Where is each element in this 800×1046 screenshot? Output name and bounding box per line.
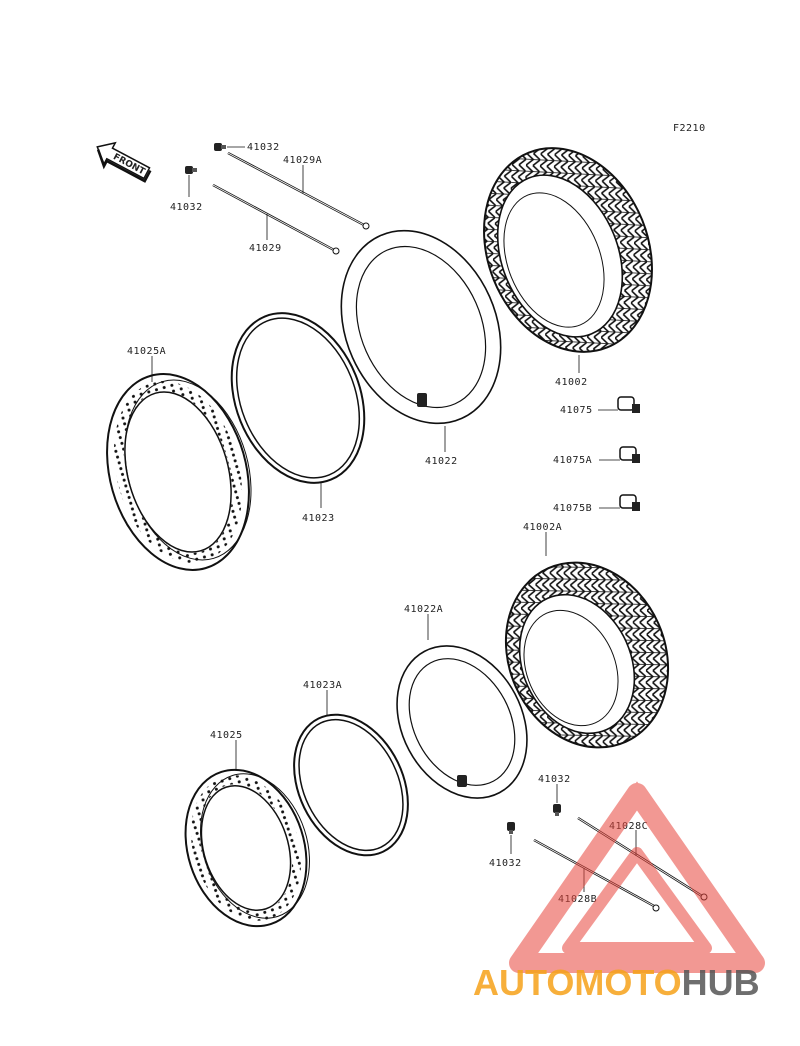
part-label-41032-a: 41032 xyxy=(247,142,280,153)
watermark-text-automoto: AUTOMOTO xyxy=(473,962,682,1003)
part-label-41002A: 41002A xyxy=(523,522,562,533)
spoke-nipple-icon xyxy=(214,143,226,151)
inner-tube-41022A-icon xyxy=(396,645,528,799)
part-label-41075: 41075 xyxy=(560,405,593,416)
rim-41025-icon xyxy=(184,768,310,928)
tire-41002A-icon xyxy=(504,561,670,749)
spoke-nipple-icon xyxy=(507,822,515,834)
spoke-41028B-icon xyxy=(533,838,660,912)
figure-code: F2210 xyxy=(673,123,706,134)
part-label-41029A: 41029A xyxy=(283,155,322,166)
part-label-41032-c: 41032 xyxy=(538,774,571,785)
part-label-41023A: 41023A xyxy=(303,680,342,691)
part-label-41028B: 41028B xyxy=(558,894,597,905)
watermark-text: AUTOMOTOHUB xyxy=(473,962,760,1003)
part-label-41032-b: 41032 xyxy=(170,202,203,213)
watermark-logo xyxy=(509,781,765,973)
valve-cap-41075B-icon xyxy=(619,494,640,511)
part-label-41023: 41023 xyxy=(302,513,335,524)
part-label-41032-d: 41032 xyxy=(489,858,522,869)
valve-cap-41075-icon xyxy=(617,396,640,413)
spoke-nipple-icon xyxy=(553,804,561,816)
spoke-41029A-icon xyxy=(227,151,370,230)
part-label-41025: 41025 xyxy=(210,730,243,741)
part-label-41022: 41022 xyxy=(425,456,458,467)
part-label-41002: 41002 xyxy=(555,377,588,388)
watermark-text-hub: HUB xyxy=(682,962,760,1003)
part-label-41022A: 41022A xyxy=(404,604,443,615)
rim-41025A-icon xyxy=(106,373,252,571)
part-label-41028C: 41028C xyxy=(609,821,648,832)
spoke-nipple-icon xyxy=(185,166,197,174)
front-arrow-icon: FRONT xyxy=(96,141,152,183)
part-label-41025A: 41025A xyxy=(127,346,166,357)
tire-41002-icon xyxy=(483,147,653,353)
spoke-41029-icon xyxy=(212,183,340,255)
valve-cap-41075A-icon xyxy=(619,446,640,463)
part-label-41029: 41029 xyxy=(249,243,282,254)
inner-tube-41022-icon xyxy=(340,229,502,425)
rim-band-41023-icon xyxy=(230,312,366,484)
part-label-41075A: 41075A xyxy=(553,455,592,466)
rim-band-41023A-icon xyxy=(293,713,409,857)
part-label-41075B: 41075B xyxy=(553,503,592,514)
